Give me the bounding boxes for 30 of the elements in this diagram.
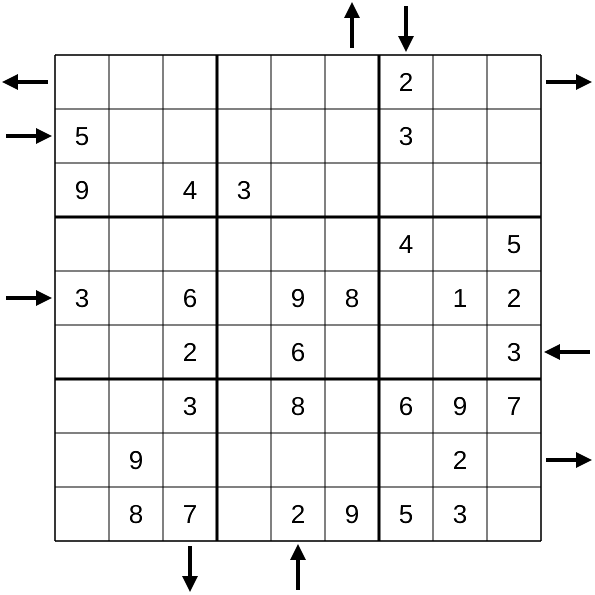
cell-digit: 5 — [74, 120, 90, 152]
cell-digit: 9 — [74, 174, 90, 206]
cell-digit: 3 — [452, 498, 468, 530]
cell-digit: 8 — [344, 282, 360, 314]
cell-digit: 3 — [74, 282, 90, 314]
cell-digit: 9 — [452, 390, 468, 422]
cell-digit: 8 — [128, 498, 144, 530]
cell-digit: 7 — [182, 498, 198, 530]
cell-digit: 3 — [236, 174, 252, 206]
cell-digit: 9 — [128, 444, 144, 476]
cell-digit: 3 — [182, 390, 198, 422]
cell-digit: 2 — [452, 444, 468, 476]
cell-digit: 3 — [506, 336, 522, 368]
cell-digit: 7 — [506, 390, 522, 422]
cell-digit: 4 — [398, 228, 414, 260]
cell-digit: 5 — [398, 498, 414, 530]
cell-digit: 5 — [506, 228, 522, 260]
cell-digit: 2 — [182, 336, 198, 368]
cell-digit: 4 — [182, 174, 198, 206]
cell-digit: 2 — [398, 66, 414, 98]
cell-digit: 6 — [182, 282, 198, 314]
cell-digit: 1 — [452, 282, 468, 314]
cell-digit: 6 — [398, 390, 414, 422]
cell-digit: 9 — [290, 282, 306, 314]
cell-digit: 3 — [398, 120, 414, 152]
cell-digit: 8 — [290, 390, 306, 422]
cell-digit: 6 — [290, 336, 306, 368]
cell-digit: 2 — [506, 282, 522, 314]
cell-digit: 2 — [290, 498, 306, 530]
cell-digit: 9 — [344, 498, 360, 530]
